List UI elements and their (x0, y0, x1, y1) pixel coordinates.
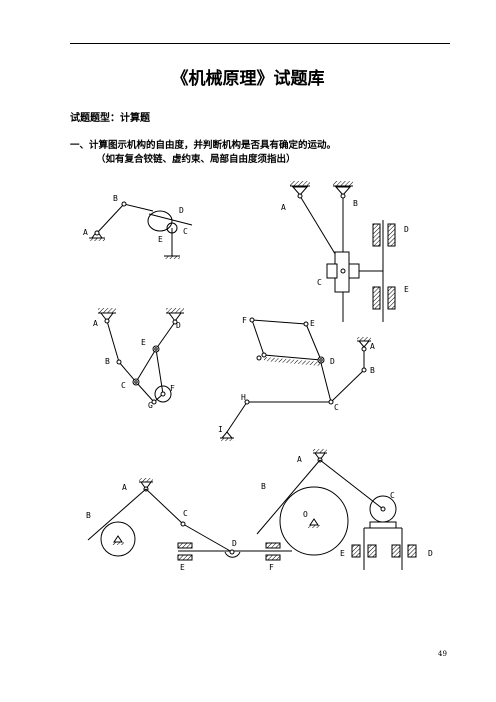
figure-6-mechanism (256, 449, 417, 570)
fig2-label-A: A (281, 203, 286, 212)
fig3-label-E: E (141, 338, 146, 347)
fig4-label-A: A (370, 342, 375, 351)
fig6-label-E: E (340, 549, 345, 558)
fig4-label-C: C (334, 403, 339, 412)
fig5-label-E: E (180, 563, 185, 572)
page-title: 《机械原理》试题库 (171, 69, 325, 89)
fig5-label-A: A (122, 483, 127, 492)
fig3-label-G: G (148, 401, 153, 410)
fig3-label-A: A (93, 319, 98, 328)
page-number: 49 (438, 650, 447, 658)
fig6-label-O: O (303, 510, 308, 519)
question-text: 一、计算图示机构的自由度，并判断机构是否具有确定的运动。 (70, 140, 337, 151)
fig4-label-I: I (218, 425, 223, 434)
header-rule (70, 43, 450, 44)
fig1-label-D: D (179, 206, 184, 215)
fig2-label-E: E (404, 285, 409, 294)
fig1-label-A: A (83, 228, 88, 237)
fig4-label-B: B (370, 366, 375, 375)
fig3-label-C: C (121, 381, 126, 390)
fig5-label-C: C (183, 509, 188, 518)
fig5-label-D: D (232, 539, 237, 548)
figure-2-mechanism (290, 181, 396, 322)
fig5-label-F: F (269, 563, 274, 572)
figure-5-mechanism (87, 478, 292, 561)
fig2-label-B: B (353, 199, 358, 208)
fig4-label-F: F (242, 316, 247, 325)
fig1-label-C: C (183, 227, 188, 236)
fig2-label-D: D (404, 225, 409, 234)
question-note: （如有复合铰链、虚约束、局部自由度须指出） (96, 154, 296, 165)
fig6-label-B: B (261, 482, 266, 491)
figure-4-mechanism (220, 317, 371, 441)
figure-labels: A B D C E A B D C E A D E B C F G F E A … (83, 194, 433, 572)
fig3-label-B: B (105, 357, 110, 366)
fig6-label-A: A (297, 455, 302, 464)
fig4-label-D: D (330, 357, 335, 366)
fig4-label-H: H (241, 393, 246, 402)
fig5-label-B: B (86, 511, 91, 520)
fig4-label-E: E (310, 319, 315, 328)
fig6-label-C: C (390, 491, 395, 500)
fig3-label-F: F (170, 384, 175, 393)
figure-1-mechanism (89, 201, 193, 259)
figure-3-mechanism (98, 308, 184, 405)
fig2-label-C: C (317, 278, 322, 287)
fig3-label-D: D (176, 321, 181, 330)
fig6-label-D: D (428, 549, 433, 558)
fig1-label-E: E (158, 235, 163, 244)
fig1-label-B: B (113, 194, 118, 203)
question-type-label: 试题题型：计算题 (70, 113, 150, 124)
